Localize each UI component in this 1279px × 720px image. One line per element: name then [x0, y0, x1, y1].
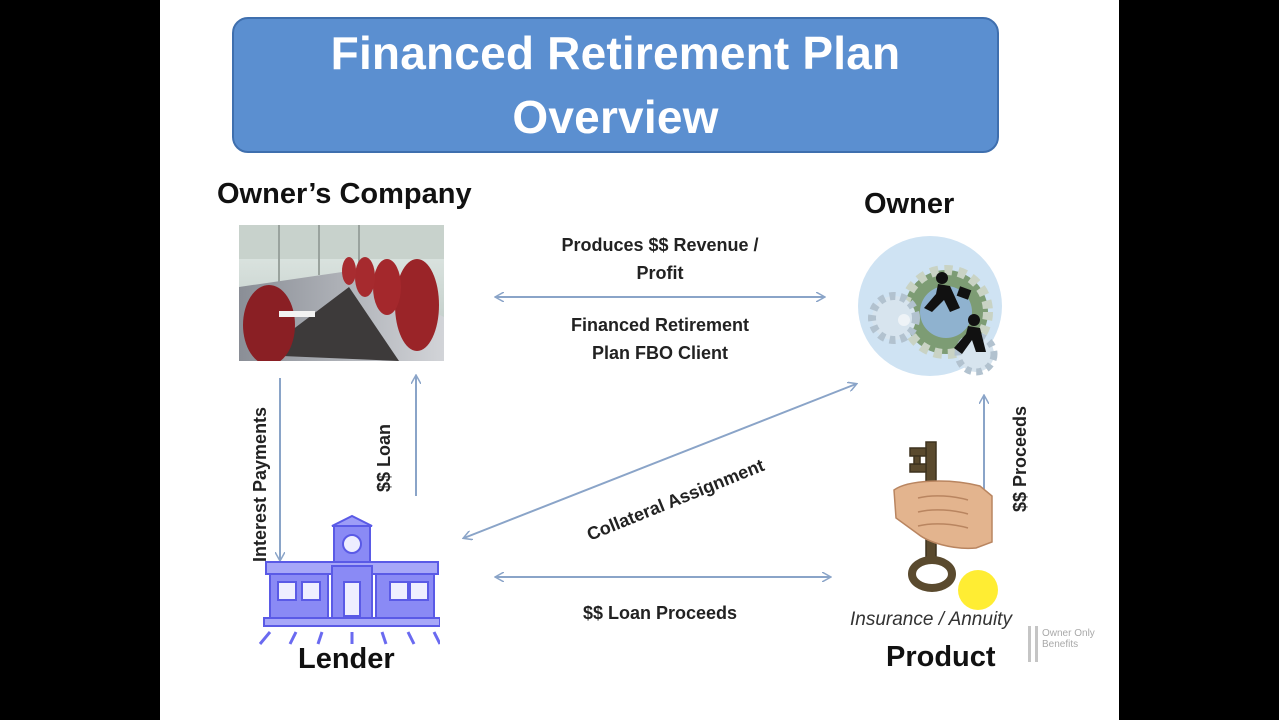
title-line-1: Financed Retirement Plan: [330, 27, 901, 79]
loan-proceeds-label: $$ Loan Proceeds: [582, 603, 738, 623]
owner-only-benefits-logo: Owner Only Benefits: [1028, 622, 1116, 666]
collateral-arrow: [464, 384, 856, 538]
product-label: Product: [886, 641, 996, 673]
revenue-label: Produces $$ Revenue / Profit: [520, 231, 800, 287]
logo-line-2: Benefits: [1042, 639, 1079, 650]
revenue-label-line-2: Profit: [636, 263, 684, 283]
bank-building-icon: [258, 514, 440, 645]
plan-label-line-2: Plan FBO Client: [591, 343, 728, 363]
logo-text: Owner Only Benefits: [1042, 628, 1095, 650]
title-line-2: Overview: [512, 91, 719, 143]
owner-label: Owner: [864, 188, 955, 220]
revenue-label-line-1: Produces $$ Revenue /: [561, 235, 759, 255]
lender-label: Lender: [298, 643, 395, 675]
hand-holding-key-icon: [893, 441, 993, 592]
diagram-arrows: [160, 0, 1119, 720]
company-label: Owner’s Company: [217, 178, 472, 210]
slide: Financed Retirement Plan Overview Owner’…: [160, 0, 1119, 720]
logo-mark-icon: [1028, 626, 1038, 662]
product-type-label: Insurance / Annuity: [850, 609, 1012, 630]
pointer-highlight: [958, 570, 998, 610]
proceeds-label: $$ Proceeds: [1010, 405, 1030, 512]
boardroom-photo-icon: [239, 225, 444, 361]
logo-line-1: Owner Only: [1042, 628, 1095, 639]
plan-label: Financed Retirement Plan FBO Client: [520, 311, 800, 367]
title-banner: Financed Retirement Plan Overview: [232, 17, 999, 153]
plan-label-line-1: Financed Retirement: [570, 315, 750, 335]
gears-businessmen-icon: [858, 236, 1002, 376]
loan-label: $$ Loan: [374, 423, 394, 492]
